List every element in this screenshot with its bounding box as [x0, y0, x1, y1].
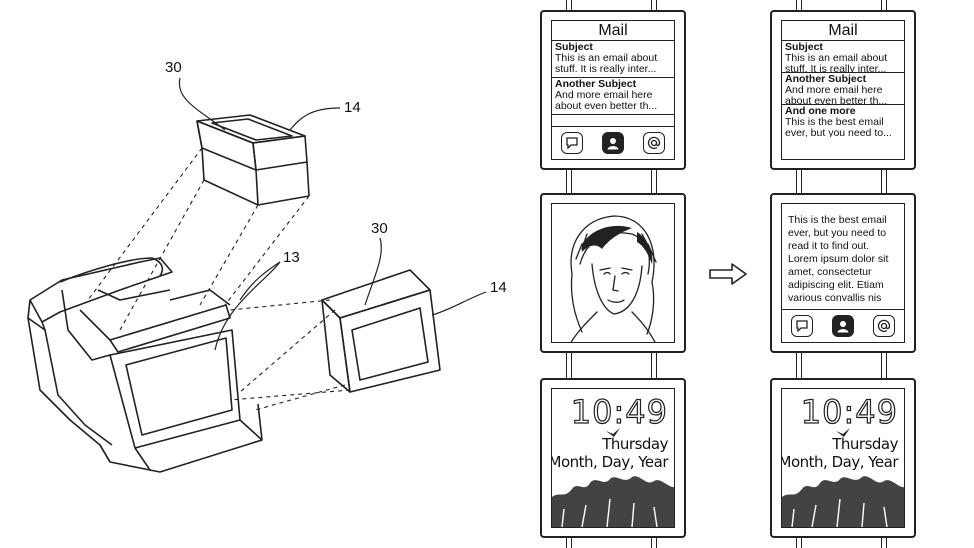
mail-subject: Another Subject: [555, 78, 637, 90]
mail-preview: This is the best email ever, but you nee…: [785, 116, 892, 138]
mail-preview: And more email here about even better th…: [555, 89, 658, 112]
mail-subject: Subject: [555, 41, 593, 53]
bird-icon: [836, 427, 850, 441]
mail-list-item[interactable]: Subject This is an email about stuff. It…: [782, 41, 904, 73]
clock-date: Month, Day, Year: [551, 453, 669, 471]
bird-icon: [606, 427, 620, 441]
portrait-image: [570, 215, 657, 342]
watch-module-contact[interactable]: [540, 193, 686, 353]
mail-preview: And more email here about even better th…: [785, 84, 888, 105]
clock-time: 10:49: [800, 392, 898, 431]
watch-module-clock-before[interactable]: 10:49 Thursday Month, Day, Year: [540, 378, 686, 538]
clock-screen: 10:49 Thursday Month, Day, Year: [551, 388, 675, 528]
clock-day: Thursday: [832, 435, 898, 453]
detached-module-side: [321, 269, 441, 393]
clock-date: Month, Day, Year: [781, 453, 899, 471]
email-body-screen: This is the best email ever, but you nee…: [781, 203, 905, 343]
clock-screen: 10:49 Thursday Month, Day, Year: [781, 388, 905, 528]
mail-title: Mail: [782, 21, 904, 41]
mail-list-item-selected[interactable]: And one more This is the best email ever…: [782, 105, 904, 138]
mail-screen: Mail Subject This is an email about stuf…: [781, 20, 905, 160]
action-icon-row: [782, 309, 904, 342]
clock-day: Thursday: [602, 435, 668, 453]
ref-label-top-module: 14: [344, 99, 361, 116]
chat-icon[interactable]: [791, 315, 814, 337]
contact-photo-screen: [551, 203, 675, 343]
ref-label-top-screen: 30: [165, 59, 182, 76]
wristband: [27, 257, 263, 473]
mail-title: Mail: [552, 21, 674, 41]
watch-module-clock-after[interactable]: 10:49 Thursday Month, Day, Year: [770, 378, 916, 538]
ref-label-side-screen: 30: [371, 220, 388, 237]
ref-label-side-module: 14: [490, 279, 507, 296]
projection-lines: [87, 147, 351, 411]
mail-screen: Mail Subject This is an email about stuf…: [551, 20, 675, 160]
email-body-text: This is the best email ever, but you nee…: [788, 214, 889, 304]
arrow-right-icon: [709, 263, 747, 285]
tree-silhouette: [782, 476, 904, 527]
watch-module-mail-before[interactable]: Mail Subject This is an email about stuf…: [540, 10, 686, 170]
clock-time: 10:49: [570, 392, 668, 431]
wristband-perspective-drawing: 30 14 13 30 14: [27, 59, 507, 473]
mail-subject: And one more: [785, 105, 856, 117]
tree-silhouette: [552, 476, 674, 527]
action-icon-row: [552, 126, 674, 159]
mail-list-item[interactable]: Another Subject And more email here abou…: [782, 73, 904, 105]
ref-label-band: 13: [283, 249, 300, 266]
at-icon[interactable]: [872, 315, 895, 337]
mail-list-item[interactable]: Subject This is an email about stuff. It…: [552, 41, 674, 78]
watch-module-email-body[interactable]: This is the best email ever, but you nee…: [770, 193, 916, 353]
detached-module-top: [196, 114, 310, 206]
mail-list-item[interactable]: Another Subject And more email here abou…: [552, 78, 674, 115]
watch-module-mail-after[interactable]: Mail Subject This is an email about stuf…: [770, 10, 916, 170]
contact-icon[interactable]: [601, 132, 624, 154]
mail-preview: This is an email about stuff. It is real…: [785, 52, 888, 73]
mail-subject: Another Subject: [785, 73, 867, 85]
contact-icon[interactable]: [831, 315, 854, 337]
mail-preview: This is an email about stuff. It is real…: [555, 52, 658, 75]
at-icon[interactable]: [642, 132, 665, 154]
chat-icon[interactable]: [561, 132, 584, 154]
mail-subject: Subject: [785, 41, 823, 53]
